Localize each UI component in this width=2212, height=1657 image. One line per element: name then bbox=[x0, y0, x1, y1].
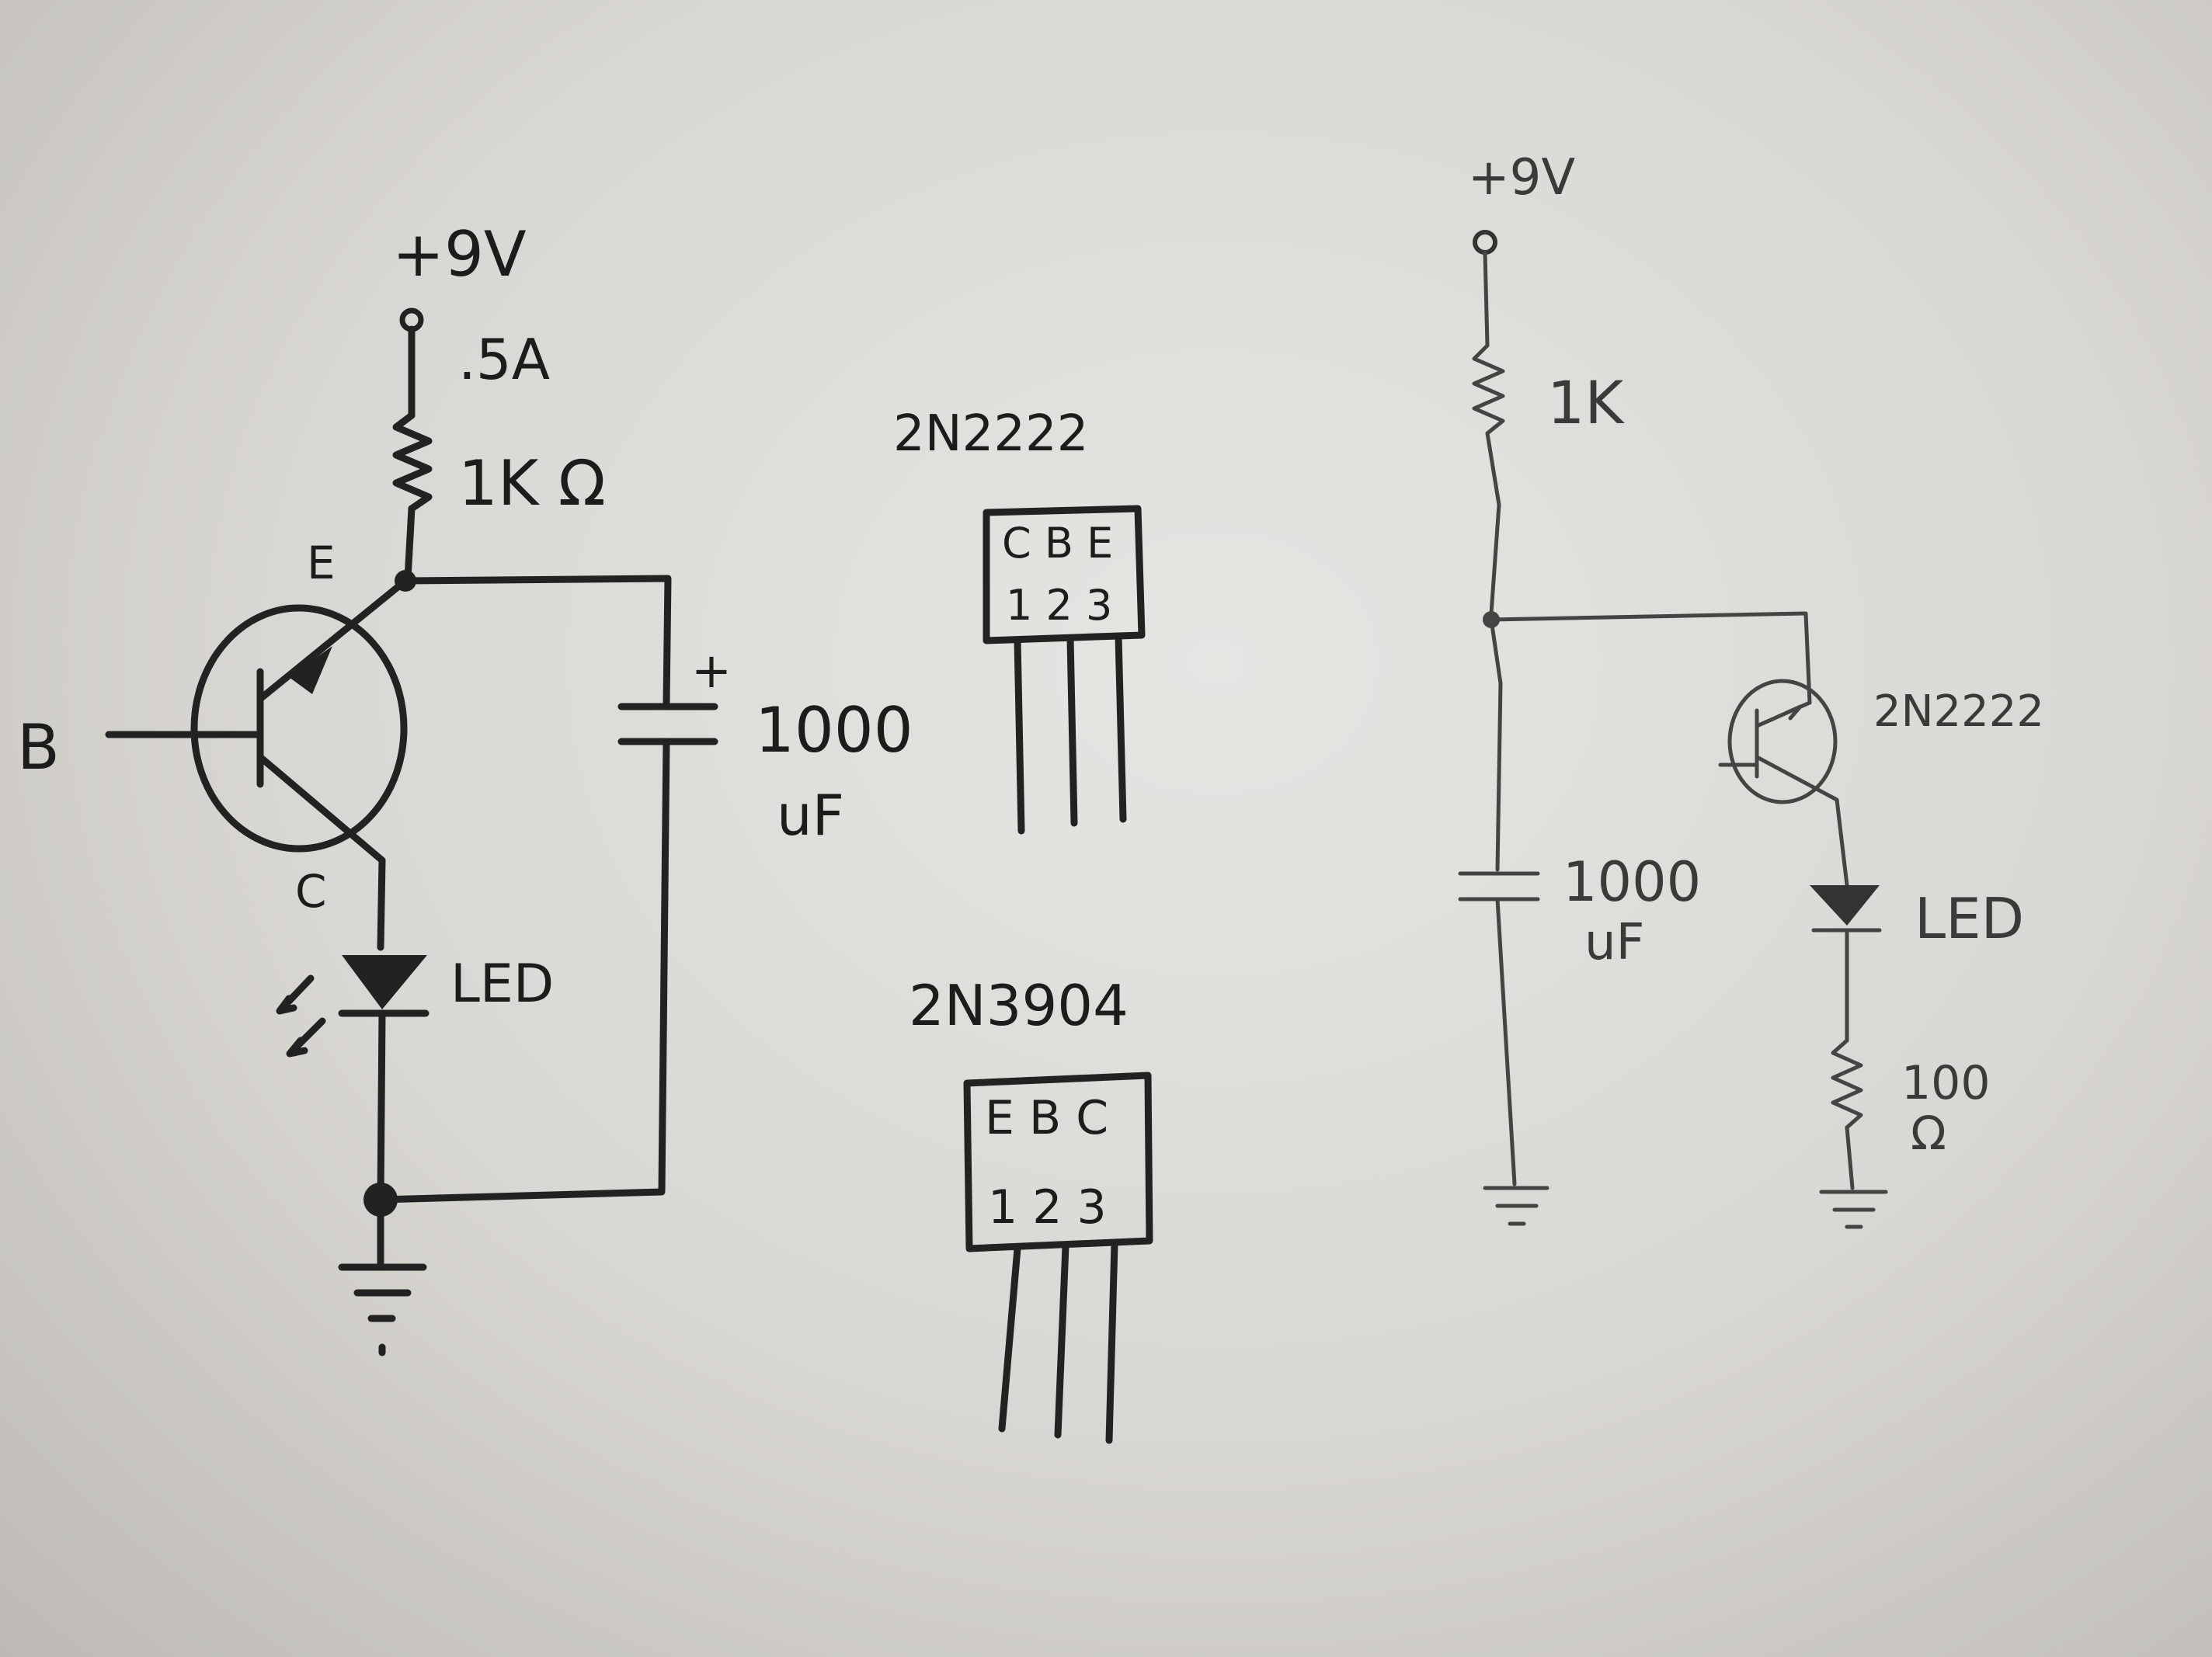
left-emitter-lead bbox=[256, 577, 409, 703]
left-resistor-to-node bbox=[404, 505, 416, 582]
right-emitter-lead bbox=[1755, 700, 1812, 728]
right-top-wire bbox=[1489, 611, 1812, 705]
right-resistor-to-ground bbox=[1845, 1125, 1855, 1190]
right-cap-to-ground bbox=[1495, 897, 1517, 1186]
right-resistor2-value: 100 bbox=[1901, 1056, 1991, 1110]
right-transistor-body bbox=[1727, 679, 1838, 804]
pinout-2n3904: 2N3904 E B C 1 2 3 bbox=[909, 973, 1153, 1444]
right-cap-value: 1000 bbox=[1563, 850, 1701, 914]
left-led-triangle bbox=[342, 955, 427, 1009]
right-resistor2-unit: Ω bbox=[1911, 1106, 1946, 1161]
left-emitter-arrow bbox=[289, 646, 332, 694]
left-resistor bbox=[392, 412, 433, 512]
right-resistor-to-node bbox=[1485, 431, 1501, 616]
pinout-2n2222-numbers: 1 2 3 bbox=[1006, 581, 1112, 630]
right-resistor-label: 1K bbox=[1547, 368, 1625, 437]
left-current-label: .5A bbox=[458, 327, 550, 392]
left-led-to-ground bbox=[377, 1009, 386, 1204]
left-cap-unit: uF bbox=[777, 783, 844, 848]
right-node-to-cap bbox=[1489, 617, 1503, 872]
left-supply-label: +9V bbox=[392, 218, 527, 290]
left-resistor-label: 1K Ω bbox=[458, 447, 606, 519]
right-resistor-100 bbox=[1831, 1038, 1863, 1130]
left-led-label: LED bbox=[450, 954, 554, 1015]
pinout-2n3904-pins: E B C bbox=[985, 1091, 1108, 1145]
right-led-triangle bbox=[1810, 885, 1880, 926]
left-top-wire bbox=[402, 575, 672, 707]
pinout-2n3904-leg-1 bbox=[998, 1245, 1021, 1433]
right-resistor bbox=[1472, 343, 1505, 436]
left-cap-polarity: + bbox=[691, 642, 732, 699]
pinout-2n2222-package bbox=[983, 505, 1146, 644]
left-transistor-body bbox=[190, 604, 408, 853]
pinout-2n3904-leg-3 bbox=[1105, 1240, 1118, 1444]
right-collector-lead bbox=[1755, 755, 1849, 888]
left-return-wire bbox=[377, 738, 670, 1204]
left-collector-lead bbox=[256, 753, 386, 951]
right-cap-unit: uF bbox=[1584, 914, 1644, 971]
pinout-2n2222-pins: C B E bbox=[1002, 519, 1113, 568]
pinout-2n2222: 2N2222 C B E 1 2 3 bbox=[893, 405, 1146, 835]
pinout-2n2222-leg-1 bbox=[1014, 637, 1025, 835]
right-supply-label: +9V bbox=[1468, 149, 1575, 207]
pinout-2n3904-package bbox=[963, 1072, 1153, 1252]
left-cap-value: 1000 bbox=[755, 694, 913, 766]
left-emitter-label: E bbox=[307, 537, 336, 589]
pinout-2n3904-name: 2N3904 bbox=[909, 973, 1129, 1038]
right-supply-terminal bbox=[1473, 230, 1497, 255]
left-led-emission-arrow-2 bbox=[286, 1017, 326, 1058]
left-collector-label: C bbox=[295, 865, 327, 918]
left-circuit: +9V .5A 1K Ω E B C + 1000 uF LED bbox=[17, 218, 913, 1357]
pinout-2n3904-numbers: 1 2 3 bbox=[988, 1180, 1107, 1235]
right-led-label: LED bbox=[1915, 886, 2024, 951]
pinout-2n2222-leg-2 bbox=[1066, 634, 1078, 827]
left-led-emission-arrow-1 bbox=[276, 974, 315, 1015]
pinout-2n2222-name: 2N2222 bbox=[893, 405, 1088, 463]
left-base-label: B bbox=[17, 711, 60, 783]
right-supply-wire bbox=[1483, 250, 1490, 348]
pinout-2n3904-leg-2 bbox=[1054, 1242, 1069, 1439]
right-transistor-label: 2N2222 bbox=[1873, 686, 2044, 737]
pinout-2n2222-leg-3 bbox=[1115, 633, 1127, 823]
right-circuit: +9V 1K 2N2222 LED 100 Ω 1000 uF bbox=[1458, 149, 2044, 1229]
